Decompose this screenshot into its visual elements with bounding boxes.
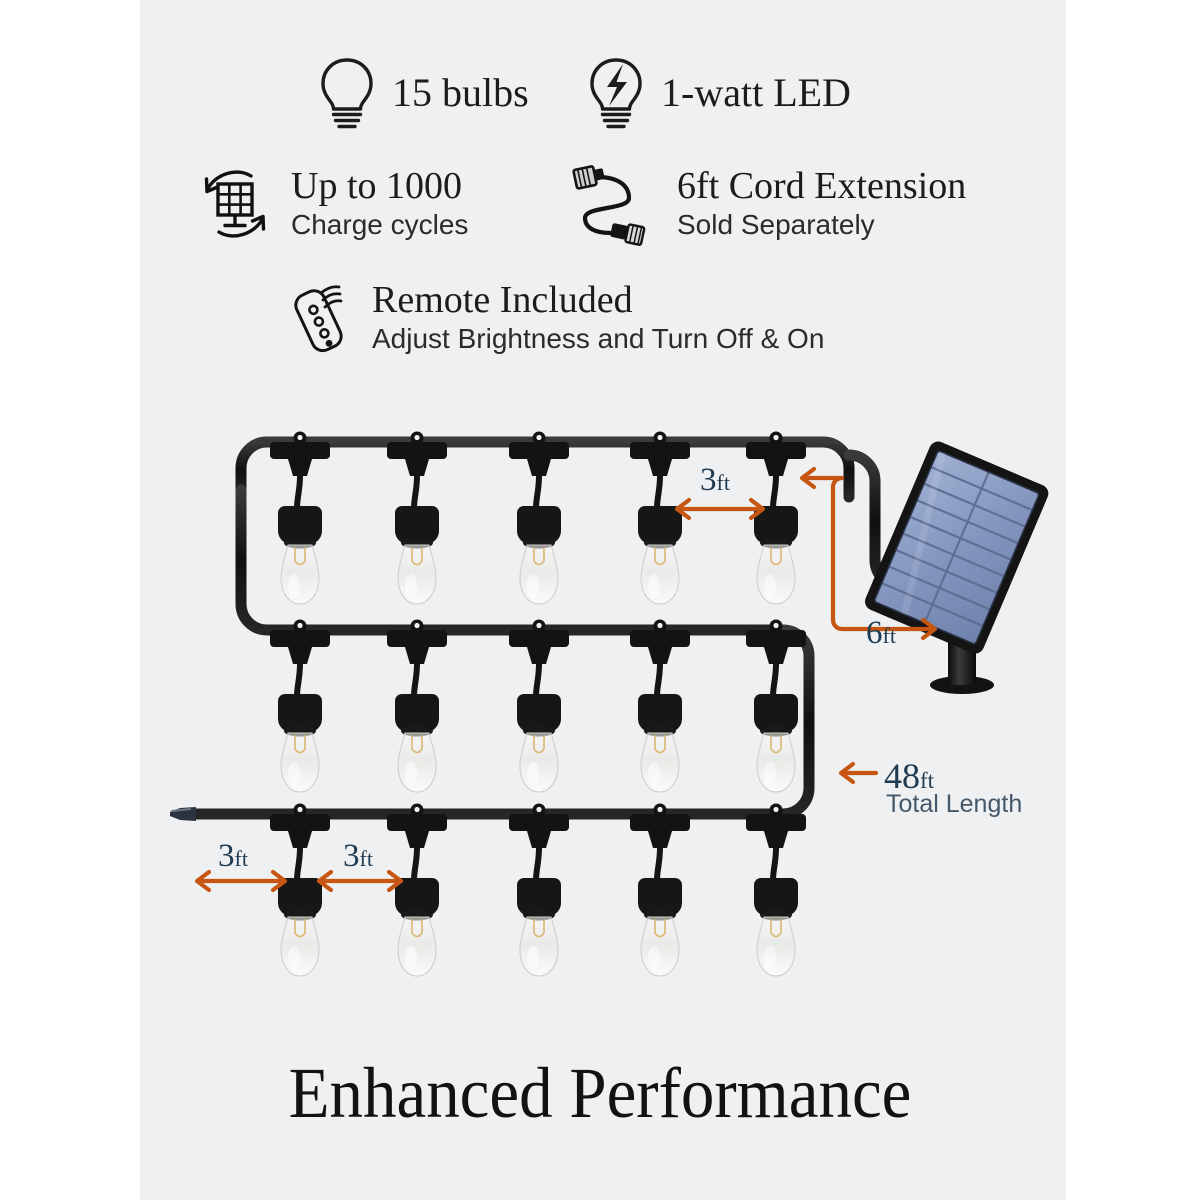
feature-charge-heading: Up to 1000: [291, 164, 462, 207]
string-bulb: [746, 804, 806, 977]
measure-3ft-top: 3ft: [700, 462, 730, 498]
feature-charge-text: Up to 1000 Charge cycles: [291, 164, 469, 241]
feature-remote-heading: Remote Included: [372, 278, 633, 321]
feature-cord-extension: 6ft Cord Extension Sold Separately: [567, 160, 966, 248]
string-bulb: [270, 432, 330, 605]
string-bulb: [270, 620, 330, 793]
measure-arrows: [194, 466, 938, 893]
string-bulb: [387, 620, 447, 793]
string-bulb: [630, 804, 690, 977]
arrow-6ft: [799, 466, 938, 641]
solar-panel-with-stake: [865, 441, 1049, 694]
bulb-row-middle: [270, 620, 806, 793]
bulb-row-bottom: [270, 804, 806, 977]
measure-48ft-total: 48ft: [884, 756, 935, 796]
measure-3ft-bottom-2: 3ft: [343, 838, 373, 874]
feature-remote-sub: Adjust Brightness and Turn Off & On: [372, 322, 825, 354]
string-bulb: [387, 432, 447, 605]
feature-cord-heading: 6ft Cord Extension: [677, 164, 967, 207]
feature-charge-cycles: Up to 1000 Charge cycles: [193, 162, 468, 246]
string-bulb: [746, 620, 806, 793]
string-bulb: [270, 804, 330, 977]
remote-control-icon: [288, 277, 358, 359]
feature-bulbs: 15 bulbs: [316, 56, 529, 130]
string-bulb: [630, 432, 690, 605]
arrow-3ft-bottom-1: [194, 869, 288, 893]
string-bulb: [509, 432, 569, 605]
bottom-title: Enhanced Performance: [288, 1053, 912, 1133]
string-bulb: [509, 804, 569, 977]
feature-bulbs-text: 15 bulbs: [392, 72, 529, 114]
feature-remote-text: Remote Included Adjust Brightness and Tu…: [372, 278, 825, 355]
string-bulb: [387, 804, 447, 977]
feature-led-text: 1-watt LED: [661, 72, 851, 114]
feature-led-heading: 1-watt LED: [661, 70, 851, 115]
bulb-bolt-icon: [585, 56, 647, 130]
feature-remote: Remote Included Adjust Brightness and Tu…: [288, 277, 824, 359]
measure-total-length-label: Total Length: [886, 790, 1023, 818]
cable-end-cap: [170, 807, 196, 821]
bulb-row-top: [270, 432, 806, 605]
feature-led: 1-watt LED: [585, 56, 851, 130]
string-bulb: [509, 620, 569, 793]
measure-6ft-solar-lead: 6ft: [866, 615, 896, 651]
arrow-3ft-bottom-2: [316, 869, 404, 893]
string-bulb: [630, 620, 690, 793]
feature-cord-sub: Sold Separately: [677, 208, 875, 240]
measure-3ft-bottom-1: 3ft: [218, 838, 248, 874]
string-bulb: [746, 432, 806, 605]
arrow-48ft: [838, 761, 879, 785]
feature-cord-text: 6ft Cord Extension Sold Separately: [677, 164, 967, 241]
solar-recycle-icon: [193, 162, 277, 246]
feature-charge-sub: Charge cycles: [291, 208, 469, 240]
feature-bulbs-heading: 15 bulbs: [392, 70, 529, 115]
arrow-3ft-top: [674, 497, 766, 521]
extension-cord-icon: [567, 160, 663, 248]
light-bulb-icon: [316, 56, 378, 130]
